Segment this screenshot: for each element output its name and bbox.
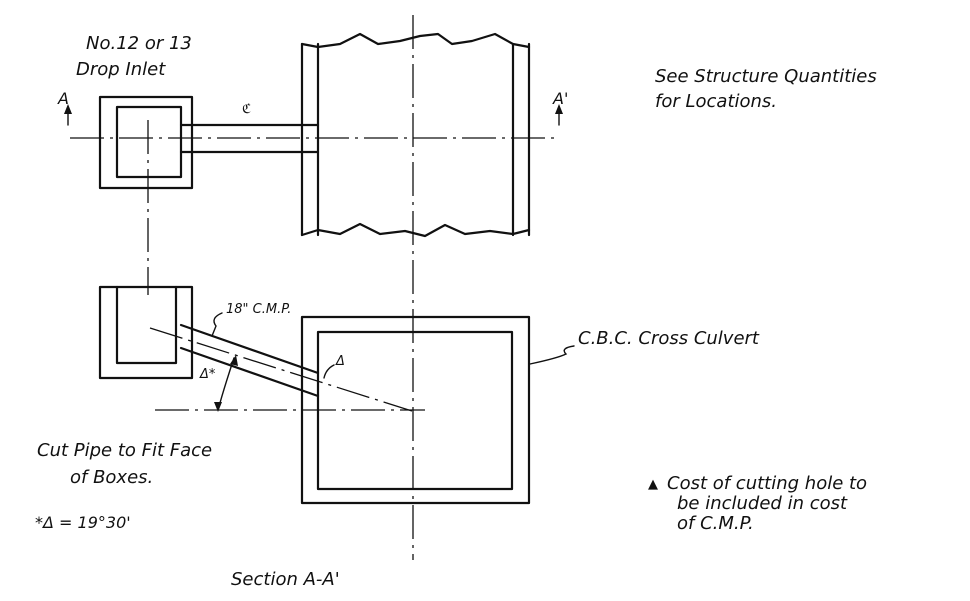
pipe-label: 18" C.M.P. [226, 302, 291, 317]
cost-line2: be included in cost [677, 493, 848, 514]
drop-inlet-section-inner [115, 285, 178, 365]
culvert-top-break-line [300, 32, 531, 49]
culvert-label: C.B.C. Cross Culvert [578, 328, 760, 349]
pipe-label-leader [211, 312, 223, 337]
drop-inlet-section-outer [98, 285, 194, 380]
cost-line1: Cost of cutting hole to [667, 473, 867, 494]
angle-arrowhead-upper [230, 355, 238, 366]
angle-value: *Δ = 19°30' [35, 513, 131, 532]
inlet-title-line2: Drop Inlet [76, 59, 166, 80]
cost-marker: ▲ [648, 477, 658, 492]
angle-label: Δ* [199, 367, 216, 382]
drop-inlet-outer-wall [98, 95, 194, 190]
cut-pipe-line1: Cut Pipe to Fit Face [37, 440, 212, 461]
pipe-centerline [149, 327, 413, 412]
section-mark-left: A [57, 89, 69, 108]
culvert-label-leader [529, 345, 575, 365]
centerline-mark: ℭ [242, 102, 251, 117]
section-mark-right: A' [552, 89, 568, 108]
section-title: Section A-A' [231, 569, 340, 590]
drop-inlet-inner-wall [115, 105, 183, 179]
cost-line3: of C.M.P. [677, 513, 754, 534]
delta-label: Δ [335, 354, 345, 369]
inlet-title-line1: No.12 or 13 [86, 33, 192, 54]
cut-pipe-line2: of Boxes. [70, 467, 153, 488]
section-arrowhead-right [555, 104, 563, 114]
note-line2: for Locations. [655, 91, 777, 112]
section-arrowhead-left [64, 104, 72, 114]
angle-arrowhead-lower [214, 402, 222, 412]
pipe-section-top-edge [179, 323, 320, 375]
culvert-bottom-break-line [300, 222, 531, 238]
delta-leader [323, 364, 335, 379]
pipe-section-bottom-edge [179, 346, 320, 398]
note-line1: See Structure Quantities [655, 66, 877, 87]
